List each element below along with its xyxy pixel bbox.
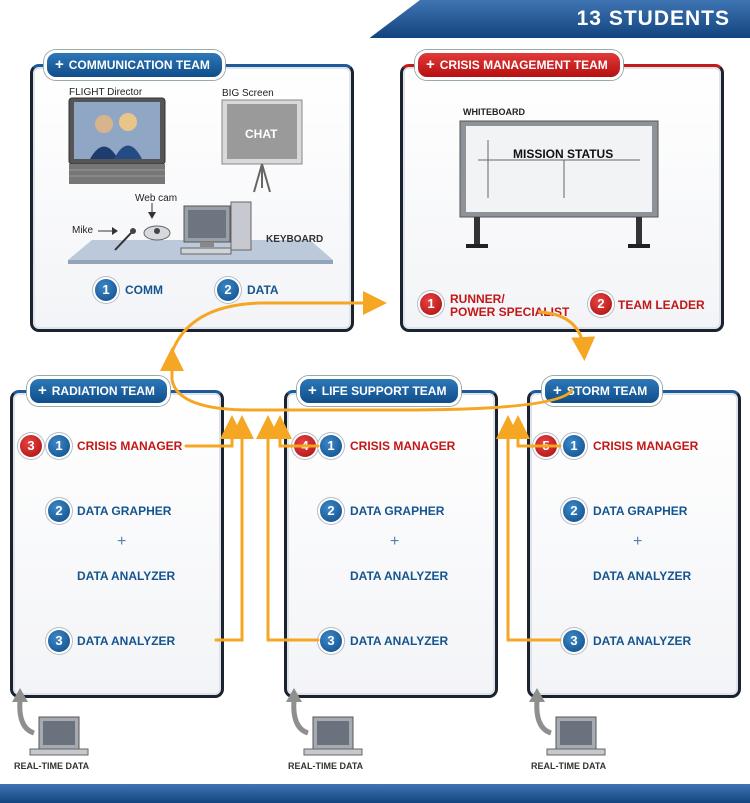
- storm-plus: +: [633, 533, 643, 550]
- webcam-icon: [143, 203, 171, 241]
- plus-icon: +: [38, 382, 47, 399]
- life-support-data-grapher: DATA GRAPHER: [350, 504, 445, 518]
- storm-team-panel: [527, 390, 741, 698]
- data-role-label: DATA: [247, 283, 279, 297]
- crisis-management-label: +CRISIS MANAGEMENT TEAM: [415, 50, 623, 80]
- storm-crisis-number: 1: [563, 435, 585, 457]
- radiation-flow-b: [214, 415, 254, 642]
- plus-icon: +: [308, 382, 317, 399]
- communication-team-label: +COMMUNICATION TEAM: [44, 50, 225, 80]
- radiation-plus: +: [117, 533, 127, 550]
- life-support-analyzer-number: 3: [320, 630, 342, 652]
- team-leader-label: TEAM LEADER: [618, 298, 705, 312]
- loop-arrow-bottom: [160, 347, 574, 412]
- radiation-flow-a: [184, 415, 244, 448]
- life-support-crisis-manager: CRISIS MANAGER: [350, 439, 456, 453]
- storm-analyzer-number: 3: [563, 630, 585, 652]
- computer-icon: [180, 201, 252, 255]
- radiation-data-analyzer-b: DATA ANALYZER: [77, 634, 176, 648]
- radiation-data-grapher: DATA GRAPHER: [77, 504, 172, 518]
- realtime-computer-icon-1: [12, 688, 89, 756]
- header-bar: 13 STUDENTS: [0, 0, 750, 38]
- realtime-data-label-1: REAL-TIME DATA: [14, 761, 90, 771]
- plus-icon: +: [553, 382, 562, 399]
- life-support-data-analyzer-b: DATA ANALYZER: [350, 634, 449, 648]
- page-title: 13 STUDENTS: [576, 7, 730, 30]
- runner-role-line1: RUNNER/: [450, 292, 505, 306]
- comm-role-number: 1: [95, 279, 117, 301]
- big-screen-label: BIG Screen: [222, 88, 274, 99]
- realtime-computer-icon-3: [529, 688, 606, 756]
- storm-crisis-manager: CRISIS MANAGER: [593, 439, 699, 453]
- comm-role-label: COMM: [125, 283, 163, 297]
- life-support-plus: +: [390, 533, 400, 550]
- radiation-crisis-number: 1: [48, 435, 70, 457]
- whiteboard-label: WHITEBOARD: [463, 107, 525, 117]
- life-support-crisis-number: 1: [320, 435, 342, 457]
- team-leader-number: 2: [590, 293, 612, 315]
- radiation-grapher-number: 2: [48, 500, 70, 522]
- mike-label: Mike: [72, 225, 94, 236]
- storm-data-analyzer-a: DATA ANALYZER: [593, 569, 692, 583]
- realtime-computer-icon-2: [286, 688, 363, 756]
- storm-data-grapher: DATA GRAPHER: [593, 504, 688, 518]
- big-screen-icon: [221, 99, 303, 193]
- microphone-icon: [98, 227, 136, 251]
- flight-director-tv-icon: [68, 97, 166, 184]
- life-support-data-analyzer-a: DATA ANALYZER: [350, 569, 449, 583]
- radiation-crisis-manager: CRISIS MANAGER: [77, 439, 183, 453]
- loop-arrow-right: [538, 310, 596, 361]
- keyboard-label: KEYBOARD: [266, 234, 324, 245]
- life-support-team-label: +LIFE SUPPORT TEAM: [297, 376, 462, 406]
- life-flow-a: [268, 415, 320, 448]
- storm-flow-b: [496, 415, 562, 642]
- radiation-data-analyzer-a: DATA ANALYZER: [77, 569, 176, 583]
- storm-team-label: +STORM TEAM: [542, 376, 663, 406]
- life-flow-b: [256, 415, 320, 642]
- footer-bar: [0, 784, 750, 803]
- webcam-label: Web cam: [135, 193, 178, 204]
- runner-role-number: 1: [420, 293, 442, 315]
- realtime-data-label-2: REAL-TIME DATA: [288, 761, 364, 771]
- mission-status-label: MISSION STATUS: [513, 147, 614, 161]
- loop-arrow-top: [170, 291, 387, 354]
- storm-data-analyzer-b: DATA ANALYZER: [593, 634, 692, 648]
- plus-icon: +: [426, 56, 435, 73]
- runner-role-line2: POWER SPECIALIST: [450, 305, 570, 319]
- chat-label: CHAT: [245, 127, 278, 141]
- storm-grapher-number: 2: [563, 500, 585, 522]
- life-support-grapher-number: 2: [320, 500, 342, 522]
- whiteboard-icon: [459, 120, 659, 248]
- radiation-analyzer-number: 3: [48, 630, 70, 652]
- realtime-data-label-3: REAL-TIME DATA: [531, 761, 607, 771]
- plus-icon: +: [55, 56, 64, 73]
- flight-director-label: FLIGHT Director: [69, 87, 143, 98]
- storm-flow-a: [506, 415, 562, 448]
- radiation-team-label: +RADIATION TEAM: [27, 376, 170, 406]
- radiation-team-panel: [10, 390, 224, 698]
- data-role-number: 2: [217, 279, 239, 301]
- radiation-order-number: 3: [20, 435, 42, 457]
